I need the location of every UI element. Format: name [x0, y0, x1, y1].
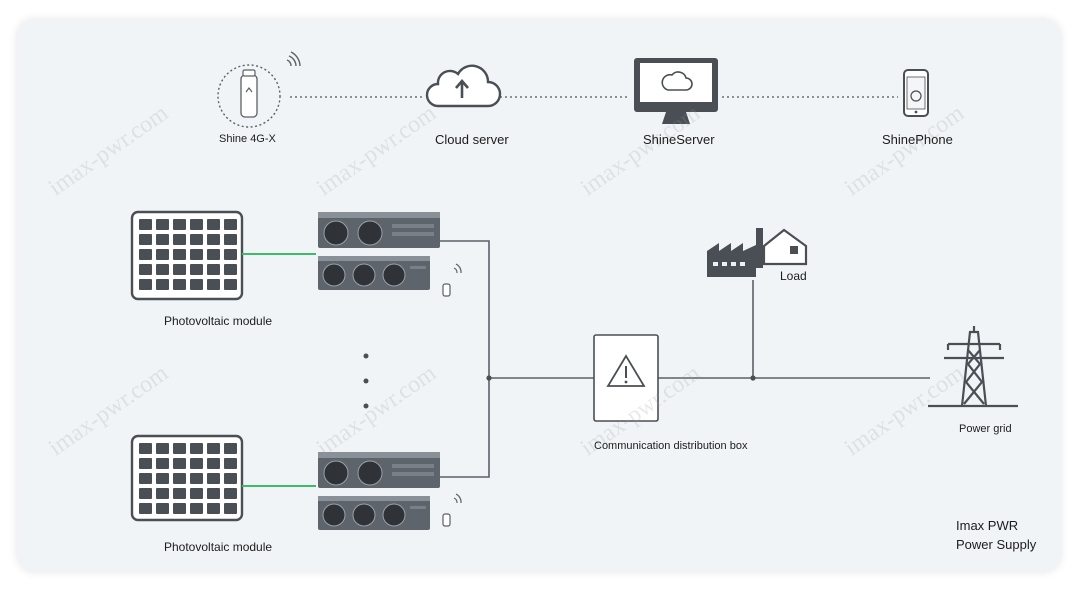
datalogger-icon: [217, 64, 281, 128]
power-pylon-icon: [928, 326, 1018, 408]
distribution-box-label: Communication distribution box: [594, 440, 748, 452]
shine-server-label: ShineServer: [643, 132, 715, 147]
brand-caption: Imax PWR Power Supply: [956, 516, 1036, 554]
load-label: Load: [780, 269, 807, 283]
house-icon: [762, 228, 808, 266]
datalogger-label: Shine 4G-X: [219, 133, 276, 145]
inverter-top-icon: [318, 212, 440, 290]
factory-icon: [707, 228, 763, 277]
pv-module-bottom-label: Photovoltaic module: [164, 540, 273, 554]
brand-line-2: Power Supply: [956, 537, 1037, 552]
cloud-server-label: Cloud server: [435, 132, 509, 147]
ellipsis-icon: [363, 353, 369, 409]
dongle-bottom-icon: [442, 493, 462, 527]
shine-phone-label: ShinePhone: [882, 132, 953, 147]
cloud-icon: [425, 64, 502, 108]
pv-panel-bottom-icon: [130, 434, 244, 522]
dongle-top-icon: [442, 263, 462, 297]
wifi-signal-icon: [286, 51, 301, 67]
distribution-box-icon: [593, 334, 659, 422]
phone-icon: [903, 69, 929, 117]
inverter-bottom-icon: [318, 452, 440, 530]
pv-module-top-label: Photovoltaic module: [164, 314, 273, 328]
pv-panel-top-icon: [130, 210, 244, 301]
power-grid-label: Power grid: [959, 423, 1012, 435]
monitor-icon: [634, 58, 718, 124]
brand-line-1: Imax PWR: [956, 518, 1019, 533]
pv-links: [242, 253, 316, 487]
junction-dots: [486, 375, 756, 381]
ac-wiring: [440, 240, 930, 478]
